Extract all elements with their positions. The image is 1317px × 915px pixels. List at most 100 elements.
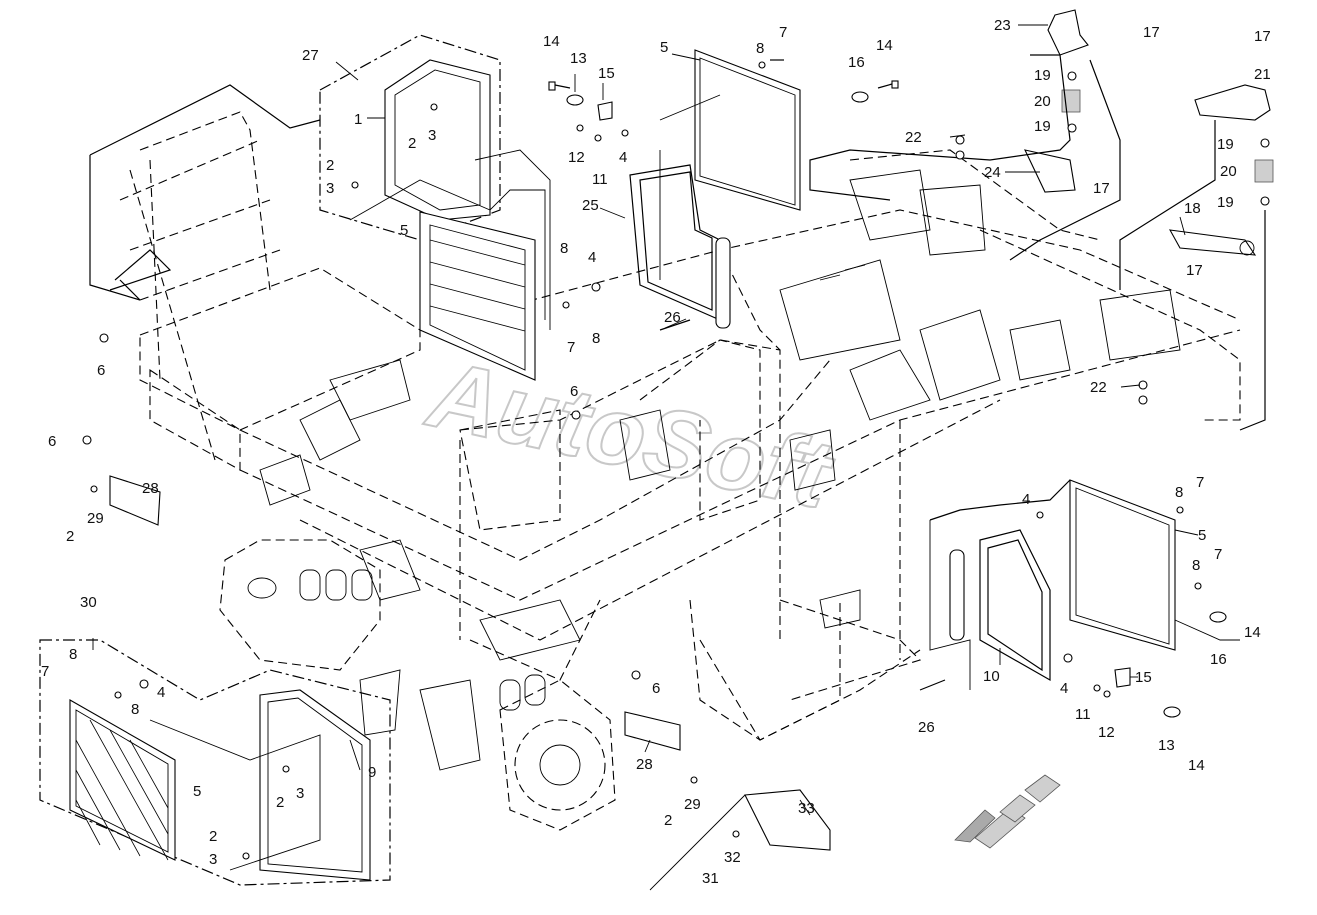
nut-icon xyxy=(1138,380,1148,405)
bracket-15-icon xyxy=(597,101,613,121)
nut-icon xyxy=(90,485,740,838)
nut-icon xyxy=(955,135,965,160)
callout-4: 4 xyxy=(1022,491,1030,508)
callout-labels: 27 1 3 2 2 3 5 8 4 7 8 14 13 15 12 4 11 … xyxy=(41,17,1271,887)
callout-6: 6 xyxy=(48,433,56,450)
callout-22: 22 xyxy=(905,129,922,146)
callout-32: 32 xyxy=(724,849,741,866)
callout-6: 6 xyxy=(97,362,105,379)
callout-14: 14 xyxy=(543,33,560,50)
callout-6: 6 xyxy=(570,383,578,400)
callout-21: 21 xyxy=(1254,66,1271,83)
callout-2: 2 xyxy=(408,135,416,152)
small-brackets xyxy=(109,475,831,891)
callout-7: 7 xyxy=(1196,474,1204,491)
callout-5: 5 xyxy=(660,39,668,56)
callout-16: 16 xyxy=(1210,651,1227,668)
callout-11: 11 xyxy=(1075,706,1091,723)
callout-13: 13 xyxy=(570,50,587,67)
callout-31: 31 xyxy=(702,870,719,887)
callout-2: 2 xyxy=(326,157,334,174)
engine-left xyxy=(219,539,381,671)
callout-13: 13 xyxy=(1158,737,1175,754)
left-ladder xyxy=(89,84,321,461)
panel-group-30 xyxy=(39,639,391,886)
callout-4: 4 xyxy=(157,684,165,701)
callout-4: 4 xyxy=(1060,680,1068,697)
nut-icon xyxy=(571,410,641,680)
callout-8: 8 xyxy=(131,701,139,718)
callout-22: 22 xyxy=(1090,379,1107,396)
watermark-text: AutoSoft xyxy=(418,340,842,530)
callout-8: 8 xyxy=(1175,484,1183,501)
callout-19: 19 xyxy=(1034,118,1051,135)
nut-icon xyxy=(351,103,438,189)
nut-icon xyxy=(576,124,629,142)
callout-14: 14 xyxy=(1244,624,1261,641)
callout-20: 20 xyxy=(1220,163,1237,180)
callout-7: 7 xyxy=(41,663,49,680)
callout-8: 8 xyxy=(1192,557,1200,574)
callout-8: 8 xyxy=(592,330,600,347)
callout-33: 33 xyxy=(798,800,815,817)
callout-27: 27 xyxy=(302,47,319,64)
callout-7: 7 xyxy=(779,24,787,41)
nut-icon xyxy=(242,765,290,860)
callout-5: 5 xyxy=(1198,527,1206,544)
washer-icon xyxy=(566,94,584,106)
nut-icon xyxy=(1036,506,1202,590)
callout-3: 3 xyxy=(326,180,334,197)
callout-2: 2 xyxy=(276,794,284,811)
nut-icon xyxy=(82,333,109,445)
callout-4: 4 xyxy=(588,249,596,266)
panel-right xyxy=(929,479,1240,690)
callout-28: 28 xyxy=(636,756,653,773)
center-brackets xyxy=(259,169,1181,771)
callout-14: 14 xyxy=(876,37,893,54)
callout-1: 1 xyxy=(354,111,362,128)
engine-right xyxy=(499,674,616,831)
pin-icon xyxy=(659,319,946,691)
callout-9: 9 xyxy=(368,764,376,781)
nut-icon xyxy=(758,61,766,69)
callout-26: 26 xyxy=(664,309,681,326)
callout-12: 12 xyxy=(568,149,585,166)
callout-17: 17 xyxy=(1186,262,1203,279)
callout-15: 15 xyxy=(1135,669,1152,686)
callout-8: 8 xyxy=(756,40,764,57)
callout-18: 18 xyxy=(1184,200,1201,217)
callout-24: 24 xyxy=(984,164,1001,181)
callout-2: 2 xyxy=(664,812,672,829)
panel-group-27 xyxy=(319,34,551,381)
center-cab xyxy=(459,339,841,741)
bolt-icon xyxy=(548,81,571,91)
callout-8: 8 xyxy=(560,240,568,257)
washer-icon xyxy=(851,91,869,103)
callout-3: 3 xyxy=(209,851,217,868)
callout-2: 2 xyxy=(66,528,74,545)
callout-15: 15 xyxy=(598,65,615,82)
callout-23: 23 xyxy=(994,17,1011,34)
callout-30: 30 xyxy=(80,594,97,611)
nut-icon xyxy=(562,282,601,309)
nut-icon xyxy=(114,679,149,699)
callout-6: 6 xyxy=(652,680,660,697)
callout-19: 19 xyxy=(1217,136,1234,153)
callout-3: 3 xyxy=(296,785,304,802)
callout-4: 4 xyxy=(619,149,627,166)
callout-16: 16 xyxy=(848,54,865,71)
callout-26: 26 xyxy=(918,719,935,736)
callout-17: 17 xyxy=(1143,24,1160,41)
callout-8: 8 xyxy=(69,646,77,663)
callout-28: 28 xyxy=(142,480,159,497)
callout-12: 12 xyxy=(1098,724,1115,741)
callout-17: 17 xyxy=(1093,180,1110,197)
bracket-15-icon xyxy=(1114,667,1131,688)
nut-icon xyxy=(1063,653,1111,698)
nut-icon xyxy=(1260,138,1270,206)
bolt-icon xyxy=(877,80,899,89)
callout-7: 7 xyxy=(567,339,575,356)
callout-20: 20 xyxy=(1034,93,1051,110)
callout-14: 14 xyxy=(1188,757,1205,774)
